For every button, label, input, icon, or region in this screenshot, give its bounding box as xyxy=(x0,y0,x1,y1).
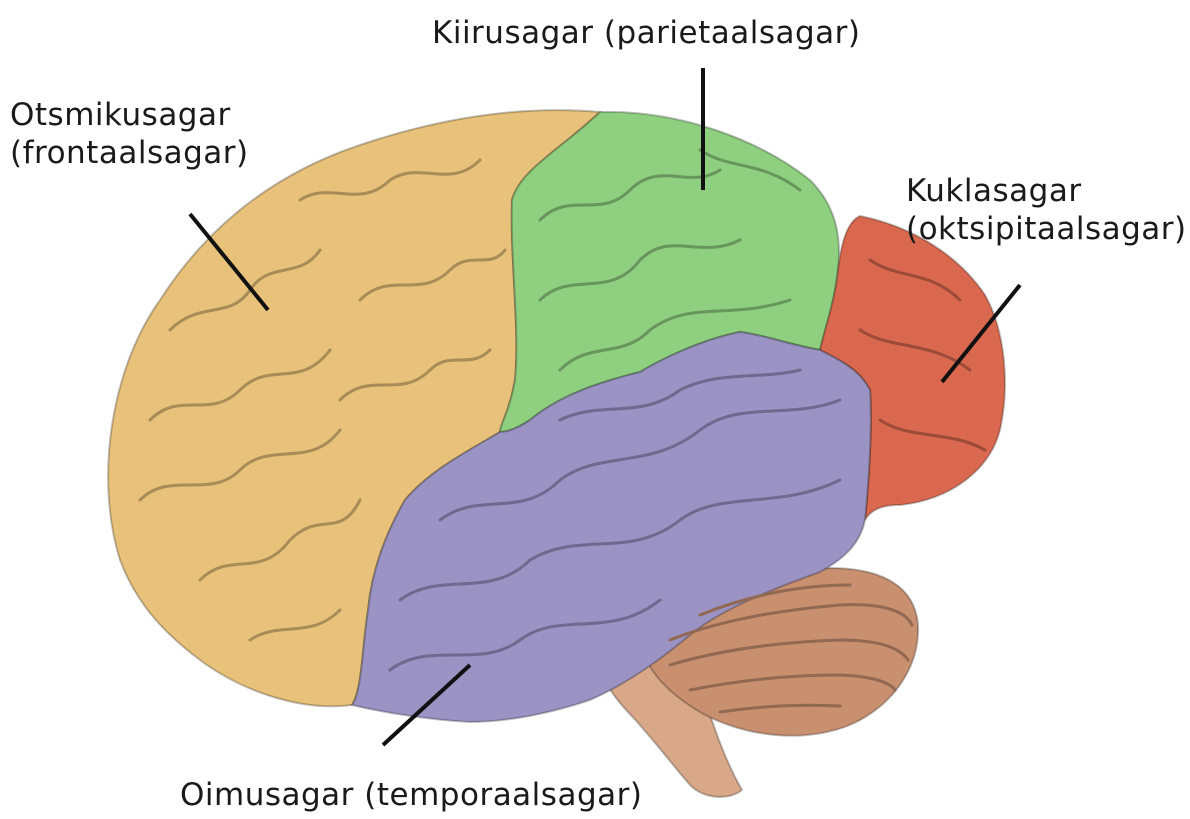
label-occipital-line2: (oktsipitaalsagar) xyxy=(906,210,1187,248)
label-occipital-line1: Kuklasagar xyxy=(906,172,1187,210)
label-parietal-lobe: Kiirusagar (parietaalsagar) xyxy=(432,14,861,52)
label-frontal-line2: (frontaalsagar) xyxy=(10,134,249,172)
label-temporal-lobe: Oimusagar (temporaalsagar) xyxy=(180,776,642,814)
label-frontal-line1: Otsmikusagar xyxy=(10,96,249,134)
label-parietal-text: Kiirusagar (parietaalsagar) xyxy=(432,15,861,51)
label-frontal-lobe: Otsmikusagar (frontaalsagar) xyxy=(10,96,249,172)
label-occipital-lobe: Kuklasagar (oktsipitaalsagar) xyxy=(906,172,1187,248)
label-temporal-text: Oimusagar (temporaalsagar) xyxy=(180,777,642,813)
